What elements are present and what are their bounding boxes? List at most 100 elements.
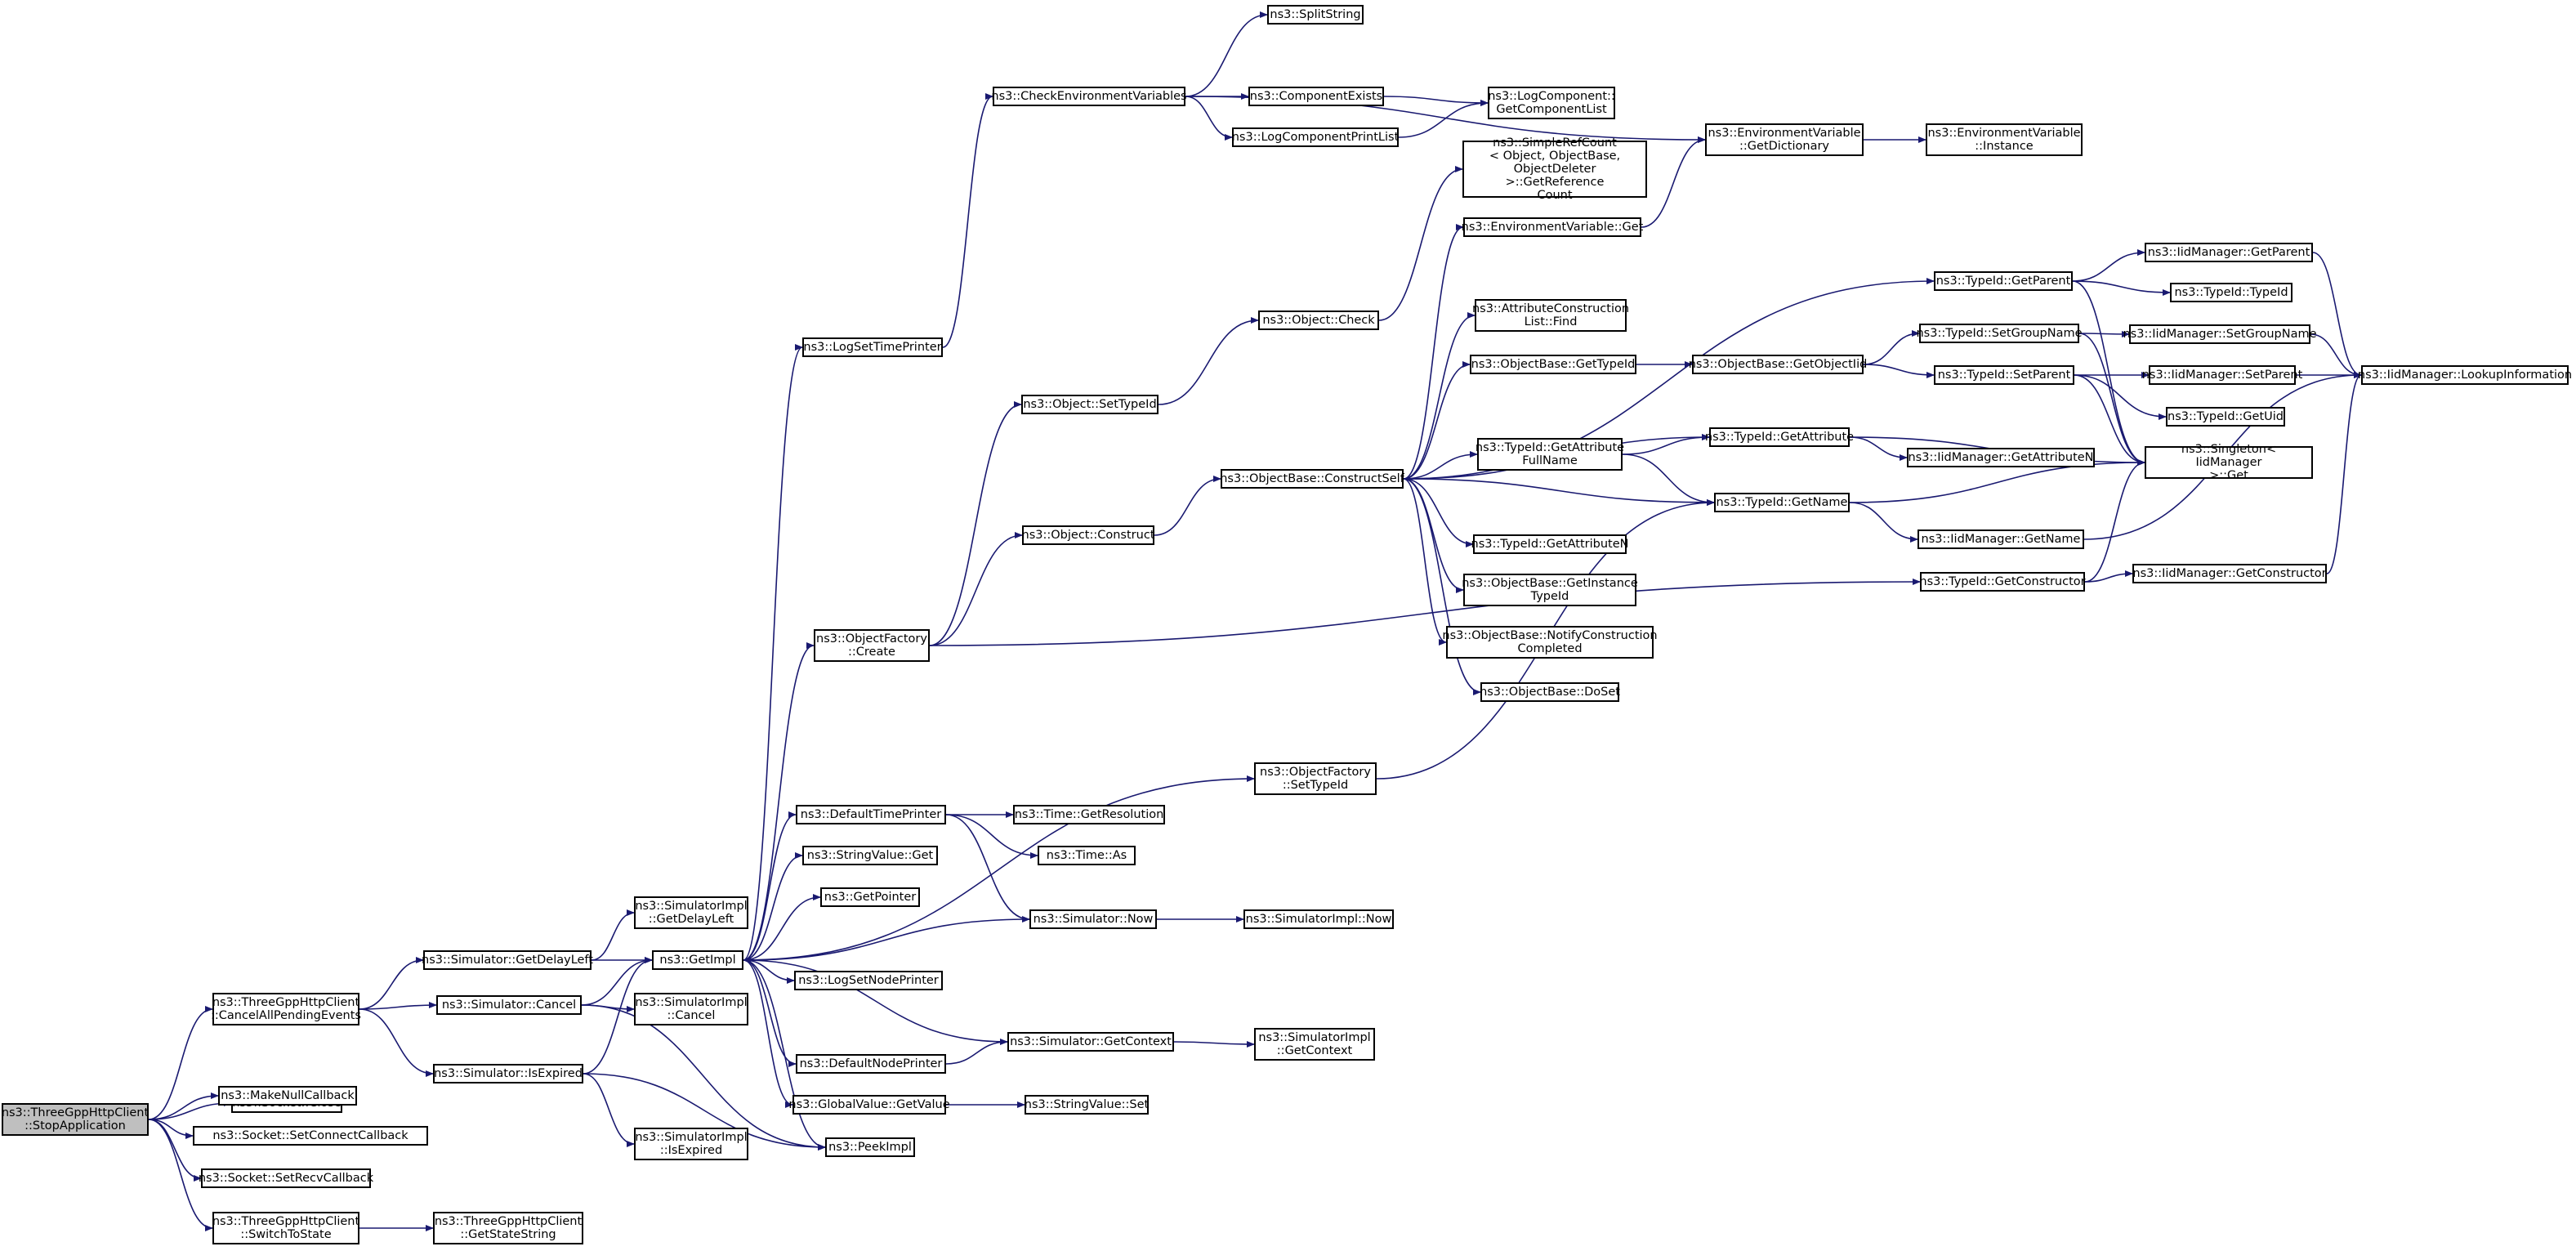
node-implgdl[interactable]: ns3::SimulatorImpl ::GetDelayLeft — [634, 896, 748, 929]
node-switch[interactable]: ns3::ThreeGppHttpClient ::SwitchToState — [212, 1212, 359, 1244]
node-getstate[interactable]: ns3::ThreeGppHttpClient ::GetStateString — [433, 1212, 583, 1244]
edge-lcprint-to-getcomplist — [1398, 100, 1489, 138]
node-getptr[interactable]: ns3::GetPointer — [820, 887, 920, 907]
node-deftime[interactable]: ns3::DefaultTimePrinter — [796, 805, 946, 824]
node-setrecv[interactable]: ns3::Socket::SetRecvCallback — [199, 1168, 373, 1188]
node-obconstructself[interactable]: ns3::ObjectBase::ConstructSelf — [1220, 469, 1404, 489]
node-strset[interactable]: ns3::StringValue::Set — [1025, 1095, 1149, 1115]
node-timeas[interactable]: ns3::Time::As — [1038, 846, 1136, 865]
node-simgetctx[interactable]: ns3::Simulator::GetContext — [1007, 1032, 1174, 1052]
edge-tidsetgroup-to-iidsetgroup — [2078, 330, 2130, 337]
node-tidgetname[interactable]: ns3::TypeId::GetName — [1714, 493, 1850, 512]
edge-tidgetparent-to-iidgetparent — [2072, 249, 2145, 282]
edge-simexp-to-peek — [583, 1073, 826, 1150]
node-implexp[interactable]: ns3::SimulatorImpl ::IsExpired — [634, 1128, 748, 1160]
edge-tidsetparent-to-tidgetuid — [2074, 374, 2167, 420]
node-implnow[interactable]: ns3::SimulatorImpl::Now — [1243, 909, 1394, 929]
edge-tidgetname-to-singleton — [1849, 459, 2145, 503]
node-obdoset[interactable]: ns3::ObjectBase::DoSet — [1480, 682, 1620, 702]
node-envget[interactable]: ns3::EnvironmentVariable::Get — [1462, 217, 1643, 237]
node-envgetdict[interactable]: ns3::EnvironmentVariable ::GetDictionary — [1705, 123, 1864, 156]
node-tidgetattrn[interactable]: ns3::TypeId::GetAttributeN — [1471, 534, 1629, 554]
edge-objcheck-to-simpleref — [1378, 166, 1463, 321]
node-tidgetctor[interactable]: ns3::TypeId::GetConstructor — [1919, 572, 2086, 592]
node-lcprint[interactable]: ns3::LogComponentPrintList — [1232, 127, 1399, 147]
edge-obconstructself-to-envget — [1403, 224, 1464, 480]
node-split[interactable]: ns3::SplitString — [1267, 5, 1364, 25]
node-iidsetparent[interactable]: ns3::IidManager::SetParent — [2142, 365, 2302, 385]
node-objconstruct[interactable]: ns3::Object::Construct — [1022, 525, 1155, 545]
node-simgdl[interactable]: ns3::Simulator::GetDelayLeft — [422, 950, 593, 970]
node-envinst[interactable]: ns3::EnvironmentVariable ::Instance — [1926, 123, 2083, 156]
edge-objfcreate-to-tidgetctor — [929, 579, 1921, 646]
node-defnode[interactable]: ns3::DefaultNodePrinter — [796, 1054, 946, 1074]
edge-simexp-to-getimpl — [583, 957, 653, 1075]
node-objcheck[interactable]: ns3::Object::Check — [1258, 311, 1379, 330]
node-simpleref[interactable]: ns3::SimpleRefCount < Object, ObjectBase… — [1462, 136, 1647, 202]
node-implcancel[interactable]: ns3::SimulatorImpl ::Cancel — [634, 993, 748, 1025]
edge-tidgetname-to-iidgetname — [1849, 502, 1918, 543]
edge-envget-to-envgetdict — [1641, 136, 1706, 228]
node-acfind[interactable]: ns3::AttributeConstruction List::Find — [1472, 299, 1629, 332]
edge-obconstructself-to-tidgetname — [1403, 478, 1715, 506]
edge-tidgetattrfn-to-tidgetattr — [1622, 434, 1710, 455]
node-simexp[interactable]: ns3::Simulator::IsExpired — [433, 1064, 583, 1083]
node-tidsetgroup[interactable]: ns3::TypeId::SetGroupName — [1916, 324, 2083, 343]
edge-getimpl-to-strget — [743, 852, 803, 961]
edge-simcancel-to-getimpl — [581, 957, 653, 1006]
node-compexists[interactable]: ns3::ComponentExists — [1248, 87, 1384, 106]
edge-simgetctx-to-implgetctx — [1173, 1040, 1255, 1048]
node-iidgetparent[interactable]: ns3::IidManager::GetParent — [2145, 243, 2313, 262]
edge-obconstructself-to-acfind — [1403, 312, 1476, 480]
node-checkenv[interactable]: ns3::CheckEnvironmentVariables — [991, 87, 1187, 106]
node-gvget[interactable]: ns3::GlobalValue::GetValue — [788, 1095, 950, 1115]
node-strget[interactable]: ns3::StringValue::Get — [802, 846, 938, 865]
edge-getimpl-to-defnode — [743, 959, 797, 1067]
edge-root-to-switch — [148, 1119, 213, 1231]
edge-objfcreate-to-objsettid — [929, 401, 1022, 646]
node-obgettid[interactable]: ns3::ObjectBase::GetTypeId — [1470, 355, 1636, 374]
node-timeres[interactable]: ns3::Time::GetResolution — [1013, 805, 1165, 824]
node-iidlookup[interactable]: ns3::IidManager::LookupInformation — [2358, 365, 2572, 385]
node-getimpl[interactable]: ns3::GetImpl — [652, 950, 743, 970]
edge-obconstructself-to-tidgetattrn — [1403, 478, 1474, 547]
node-iidgetctor[interactable]: ns3::IidManager::GetConstructor — [2132, 564, 2327, 583]
node-tidsetparent[interactable]: ns3::TypeId::SetParent — [1934, 365, 2074, 385]
node-singleton[interactable]: ns3::Singleton< IidManager >::Get — [2145, 443, 2313, 482]
edge-obconstructself-to-obgetinst — [1403, 478, 1464, 593]
node-tidgetparent[interactable]: ns3::TypeId::GetParent — [1934, 271, 2073, 291]
node-mknull[interactable]: ns3::MakeNullCallback — [218, 1086, 357, 1106]
node-iidgetattrn[interactable]: ns3::IidManager::GetAttributeN — [1907, 448, 2095, 467]
node-implgetctx[interactable]: ns3::SimulatorImpl ::GetContext — [1254, 1028, 1375, 1061]
node-tidgetattrfn[interactable]: ns3::TypeId::GetAttribute FullName — [1476, 438, 1624, 471]
node-tidgetuid[interactable]: ns3::TypeId::GetUid — [2166, 407, 2285, 427]
edge-deftime-to-timeas — [945, 814, 1038, 859]
node-simnow[interactable]: ns3::Simulator::Now — [1029, 909, 1157, 929]
node-setconn[interactable]: ns3::Socket::SetConnectCallback — [193, 1126, 428, 1146]
node-getcomplist[interactable]: ns3::LogComponent:: GetComponentList — [1488, 87, 1615, 119]
node-simcancel[interactable]: ns3::Simulator::Cancel — [436, 995, 582, 1015]
node-tidgetattr[interactable]: ns3::TypeId::GetAttribute — [1705, 427, 1854, 447]
edge-tidgetparent-to-singleton — [2072, 280, 2145, 466]
edge-getimpl-to-gvget — [743, 959, 793, 1108]
edge-obgetoid-to-tidsetgroup — [1863, 330, 1920, 365]
node-ofsettid[interactable]: ns3::ObjectFactory ::SetTypeId — [1254, 762, 1377, 795]
node-obgetoid[interactable]: ns3::ObjectBase::GetObjectIid — [1689, 355, 1867, 374]
node-objsettid[interactable]: ns3::Object::SetTypeId — [1021, 395, 1159, 414]
edge-getimpl-to-ofsettid — [743, 775, 1255, 961]
node-objfcreate[interactable]: ns3::ObjectFactory ::Create — [814, 629, 930, 662]
node-logsetnode[interactable]: ns3::LogSetNodePrinter — [794, 971, 943, 990]
edge-simgdl-to-implgdl — [591, 909, 635, 961]
node-iidsetgroup[interactable]: ns3::IidManager::SetGroupName — [2123, 324, 2317, 344]
node-obnotify[interactable]: ns3::ObjectBase::NotifyConstruction Comp… — [1442, 626, 1658, 659]
node-tidtid[interactable]: ns3::TypeId::TypeId — [2170, 283, 2293, 302]
edge-root-to-mknull — [148, 1092, 219, 1120]
node-logsettime[interactable]: ns3::LogSetTimePrinter — [802, 337, 943, 357]
edge-cape-to-simgdl — [359, 957, 424, 1010]
node-obgetinst[interactable]: ns3::ObjectBase::GetInstance TypeId — [1462, 574, 1638, 606]
node-peek[interactable]: ns3::PeekImpl — [825, 1137, 915, 1157]
edge-root-to-sockclose — [148, 1100, 232, 1120]
node-iidgetname[interactable]: ns3::IidManager::GetName — [1917, 529, 2084, 549]
node-cape[interactable]: ns3::ThreeGppHttpClient ::CancelAllPendi… — [211, 993, 361, 1025]
